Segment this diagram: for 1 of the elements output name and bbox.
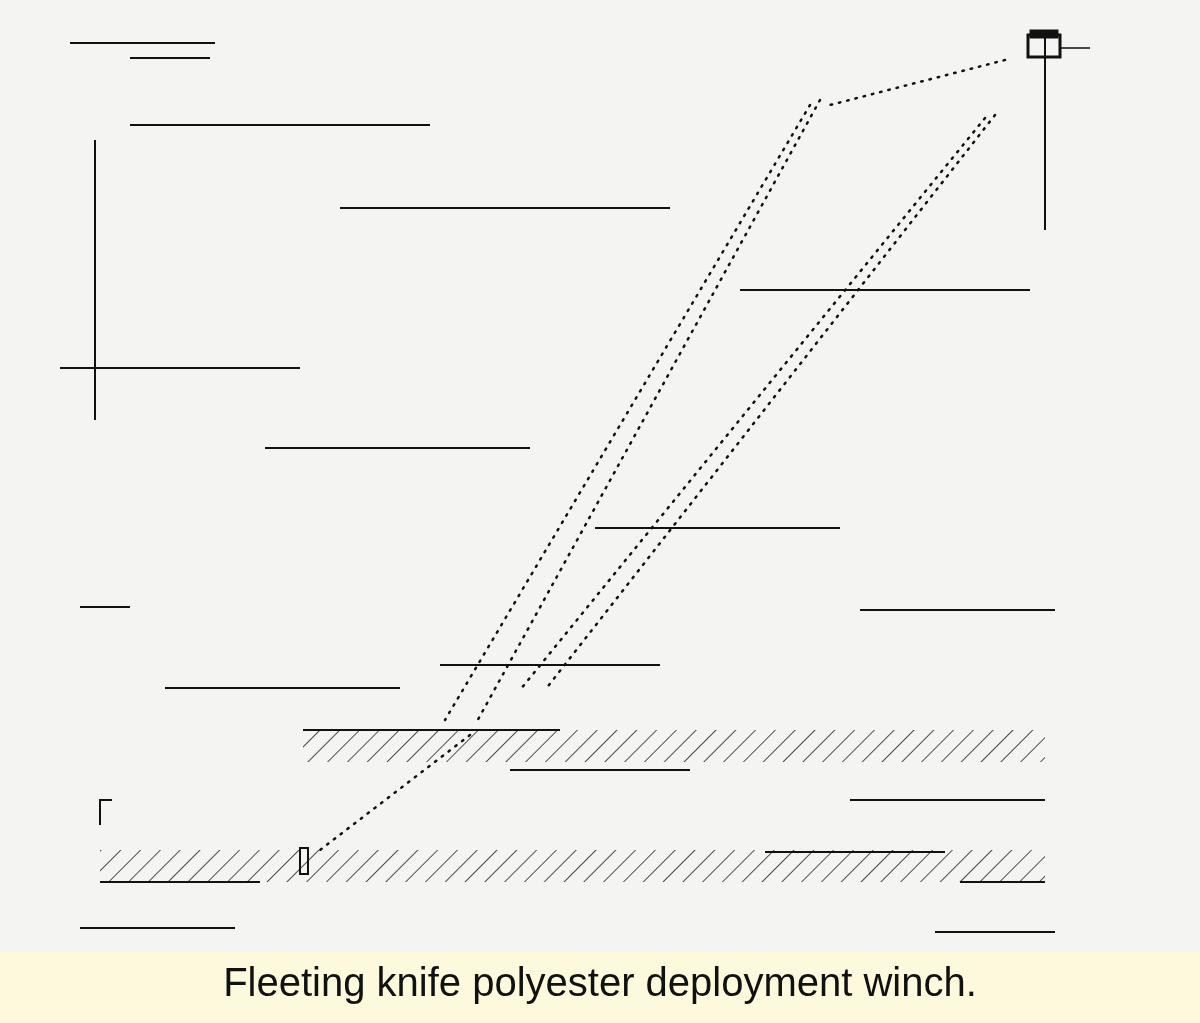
caption: Fleeting knife polyester deployment winch. — [222, 960, 978, 1005]
